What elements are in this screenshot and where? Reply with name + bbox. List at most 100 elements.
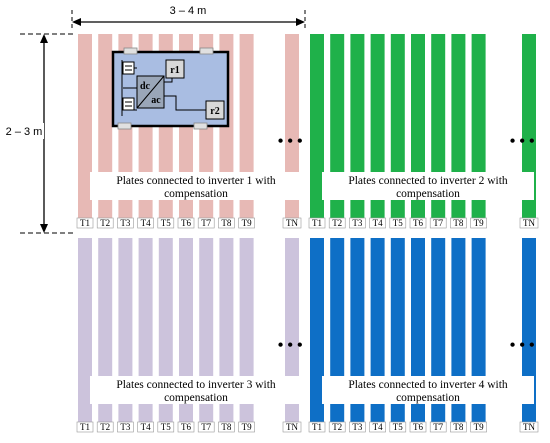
- tile-label: T8: [221, 218, 231, 228]
- tile-label-box: [349, 217, 366, 229]
- input-capacitor: [122, 61, 135, 75]
- tile-label-box: [137, 421, 154, 433]
- tile-label: T9: [242, 422, 252, 432]
- caption-box: [322, 376, 534, 404]
- tile-label-box: [308, 421, 326, 433]
- ellipsis: • • •: [278, 133, 303, 150]
- tile-label: T5: [393, 422, 403, 432]
- tile-label-box: [389, 217, 407, 229]
- tile-label-box: [450, 421, 467, 433]
- caption-line-1: Plates connected to inverter 3 with: [116, 379, 276, 391]
- tile-label: T2: [100, 422, 110, 432]
- tile-label-last: TN: [286, 218, 298, 228]
- tile-label: T8: [453, 422, 463, 432]
- tile-label-box: [117, 421, 134, 433]
- tile-label: T6: [413, 218, 423, 228]
- inverter-block: dc ac r1 r2: [111, 47, 230, 130]
- tile-label-box: [409, 421, 427, 433]
- plate-strip: [78, 238, 92, 424]
- tile-label-box: [519, 421, 539, 433]
- inverter-clip: [117, 122, 132, 130]
- caption-line-1: Plates connected to inverter 4 with: [348, 379, 508, 391]
- tile-label: T3: [120, 218, 130, 228]
- tile-label-last: TN: [523, 422, 535, 432]
- caption-line-2: compensation: [164, 188, 228, 200]
- tile-label-box: [177, 421, 195, 433]
- tile-label: T7: [201, 218, 211, 228]
- tile-label-box: [157, 217, 175, 229]
- dc-label: dc: [140, 81, 151, 92]
- resistor-r1: r1: [165, 59, 185, 79]
- width-label: 3 – 4 m: [170, 5, 207, 17]
- tile-label: T9: [474, 218, 484, 228]
- tile-label: T8: [221, 422, 231, 432]
- tile-label: T3: [352, 422, 362, 432]
- tile-label: T5: [161, 218, 171, 228]
- tile-label-box: [429, 421, 447, 433]
- tile-label-box: [470, 217, 487, 229]
- tile-label-box: [218, 421, 235, 433]
- tile-label-box: [308, 217, 326, 229]
- tile-label-last: TN: [286, 422, 298, 432]
- height-arrowhead-bottom: [40, 224, 48, 233]
- tile-label-box: [117, 217, 134, 229]
- plate-strip: [310, 238, 324, 424]
- caption-line-2: compensation: [164, 392, 228, 404]
- tile-label-box: [328, 217, 346, 229]
- tile-label-box: [218, 217, 235, 229]
- ellipsis: • • •: [278, 337, 303, 354]
- tile-label: T1: [312, 218, 322, 228]
- caption-box: [90, 376, 302, 404]
- caption-line-1: Plates connected to inverter 2 with: [348, 175, 508, 187]
- tile-label-box: [282, 421, 302, 433]
- tile-label-box: [137, 217, 154, 229]
- plate-strip: [78, 34, 92, 220]
- caption-line-2: compensation: [396, 188, 460, 200]
- inverter-clip: [199, 47, 214, 55]
- tile-label-box: [76, 217, 94, 229]
- tile-label-box: [238, 217, 255, 229]
- tile-label: T9: [474, 422, 484, 432]
- tile-label: T2: [332, 218, 342, 228]
- tile-label-box: [470, 421, 487, 433]
- tile-label-box: [177, 217, 195, 229]
- tile-label: T8: [453, 218, 463, 228]
- tile-label: T2: [100, 218, 110, 228]
- inverter-clip: [123, 47, 138, 55]
- width-arrowhead-left: [72, 18, 81, 26]
- tile-label-box: [369, 217, 386, 229]
- tile-label-box: [369, 421, 386, 433]
- height-arrowhead-top: [40, 34, 48, 43]
- tile-label: T7: [433, 218, 443, 228]
- tile-label: T4: [373, 218, 383, 228]
- tile-label: T5: [161, 422, 171, 432]
- caption-box: [90, 172, 302, 200]
- resistor-r2: r2: [205, 100, 225, 120]
- tile-label-box: [282, 217, 302, 229]
- r1-label: r1: [170, 65, 179, 76]
- tile-label: T1: [80, 422, 90, 432]
- dc-ac-converter: dc ac: [136, 75, 165, 109]
- dimension-annotations: 3 – 4 m 2 – 3 m: [4, 5, 306, 234]
- tile-label: T9: [242, 218, 252, 228]
- tile-label: T1: [312, 422, 322, 432]
- caption-line-2: compensation: [396, 392, 460, 404]
- tile-label-box: [349, 421, 366, 433]
- tile-label: T7: [201, 422, 211, 432]
- tile-label: T3: [352, 218, 362, 228]
- tile-label-box: [76, 421, 94, 433]
- caption-box: [322, 172, 534, 200]
- tile-label: T6: [413, 422, 423, 432]
- tile-label-box: [96, 217, 114, 229]
- r2-label: r2: [210, 106, 219, 117]
- tile-label: T6: [181, 422, 191, 432]
- tile-label-box: [157, 421, 175, 433]
- tile-label-box: [328, 421, 346, 433]
- tile-label-box: [238, 421, 255, 433]
- inverter-clip: [193, 122, 208, 130]
- ellipsis: • • •: [510, 337, 535, 354]
- caption-line-1: Plates connected to inverter 1 with: [116, 175, 276, 187]
- tile-label-box: [519, 217, 539, 229]
